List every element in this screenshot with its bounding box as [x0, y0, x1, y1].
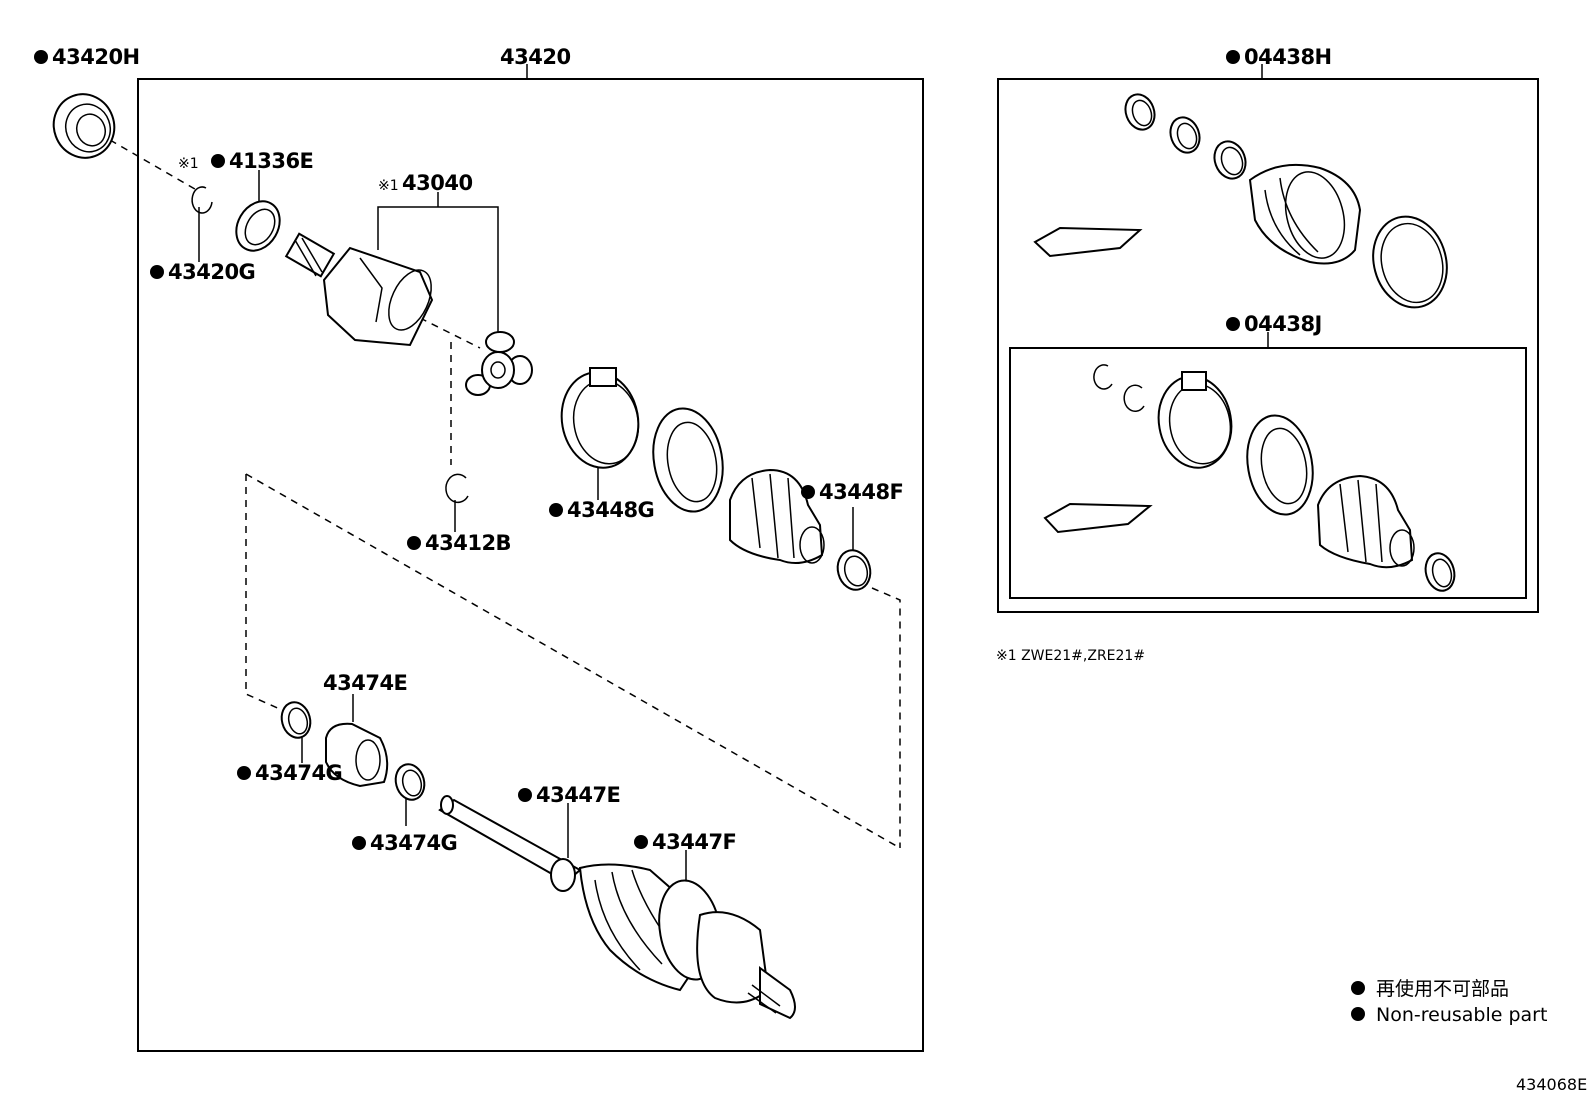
kit-h-large-clamp	[1372, 215, 1448, 309]
boot-clamp-small	[836, 549, 872, 591]
damper-clamp-a	[280, 701, 312, 739]
bullet-04438h	[1226, 50, 1240, 64]
label-43447f[interactable]: 43447F	[652, 830, 737, 854]
washer-41336e	[235, 200, 281, 252]
bullet-43447e	[518, 788, 532, 802]
label-43448g[interactable]: 43448G	[567, 498, 655, 522]
ref-mark-43040: ※1	[378, 178, 399, 194]
legend-japanese: 再使用不可部品	[1376, 978, 1509, 1000]
label-43420[interactable]: 43420	[500, 45, 571, 69]
bullet-43448f	[801, 485, 815, 499]
inboard-boot	[729, 468, 825, 565]
outboard-joint	[658, 879, 796, 1020]
kit-j-small-clamp	[1424, 552, 1456, 592]
oil-seal	[52, 93, 116, 159]
diagram-code: 434068E	[1516, 1075, 1587, 1094]
legend-bullet-2	[1351, 1007, 1365, 1021]
kit-j-snap-ring-2	[1123, 384, 1145, 412]
bullet-43412b	[407, 536, 421, 550]
bullet-43420h	[34, 50, 48, 64]
bullet-43448g	[549, 503, 563, 517]
main-assembly-frame	[137, 78, 924, 1052]
label-43474e[interactable]: 43474E	[323, 671, 408, 695]
label-43447e[interactable]: 43447E	[536, 783, 621, 807]
kit-j-snap-ring	[1093, 364, 1113, 390]
dynamic-damper	[325, 722, 389, 788]
snap-ring-43412b	[445, 473, 469, 504]
legend-bullet-1	[1351, 981, 1365, 995]
footnote-ref1: ※1 ZWE21#,ZRE21#	[996, 648, 1145, 664]
kit-j-boot	[1316, 474, 1415, 569]
kit-j-boot-ring	[1246, 414, 1314, 516]
boot-clamp-large	[560, 367, 640, 469]
snap-ring-43420g	[191, 186, 213, 214]
boot-kit-frame	[997, 78, 1539, 613]
kit-h-clamps	[1124, 93, 1247, 180]
grease-packet-h	[1033, 226, 1143, 258]
label-43474g-b[interactable]: 43474G	[370, 831, 458, 855]
guide-seal	[109, 139, 201, 193]
ref-mark-41336e: ※1	[178, 156, 199, 172]
bullet-43474g-a	[237, 766, 251, 780]
guide-diagonal	[245, 473, 901, 849]
label-43448f[interactable]: 43448F	[819, 480, 904, 504]
label-41336e[interactable]: 41336E	[229, 149, 314, 173]
guide-right-bracket	[871, 587, 901, 848]
bullet-43474g-b	[352, 836, 366, 850]
grease-packet-j	[1043, 502, 1153, 534]
drive-shaft	[438, 795, 582, 892]
label-04438j[interactable]: 04438J	[1244, 312, 1322, 336]
kit-h-boot	[1248, 163, 1362, 265]
bullet-41336e	[211, 154, 225, 168]
label-43420h[interactable]: 43420H	[52, 45, 140, 69]
label-43420g[interactable]: 43420G	[168, 260, 256, 284]
boot-ring	[652, 407, 724, 513]
guide-left-bracket	[245, 474, 283, 711]
label-43474g-a[interactable]: 43474G	[255, 761, 343, 785]
damper-clamp-b	[394, 763, 426, 801]
label-43040[interactable]: 43040	[402, 171, 473, 195]
legend-english: Non-reusable part	[1376, 1004, 1547, 1026]
guide-tripod	[419, 317, 481, 349]
bullet-43420g	[150, 265, 164, 279]
kit-j-large-clamp	[1157, 371, 1233, 469]
tripod-joint	[465, 331, 533, 396]
bullet-43447f	[634, 835, 648, 849]
inboard-joint-housing	[284, 232, 434, 347]
label-43412b[interactable]: 43412B	[425, 531, 512, 555]
label-04438h[interactable]: 04438H	[1244, 45, 1332, 69]
bullet-04438j	[1226, 317, 1240, 331]
